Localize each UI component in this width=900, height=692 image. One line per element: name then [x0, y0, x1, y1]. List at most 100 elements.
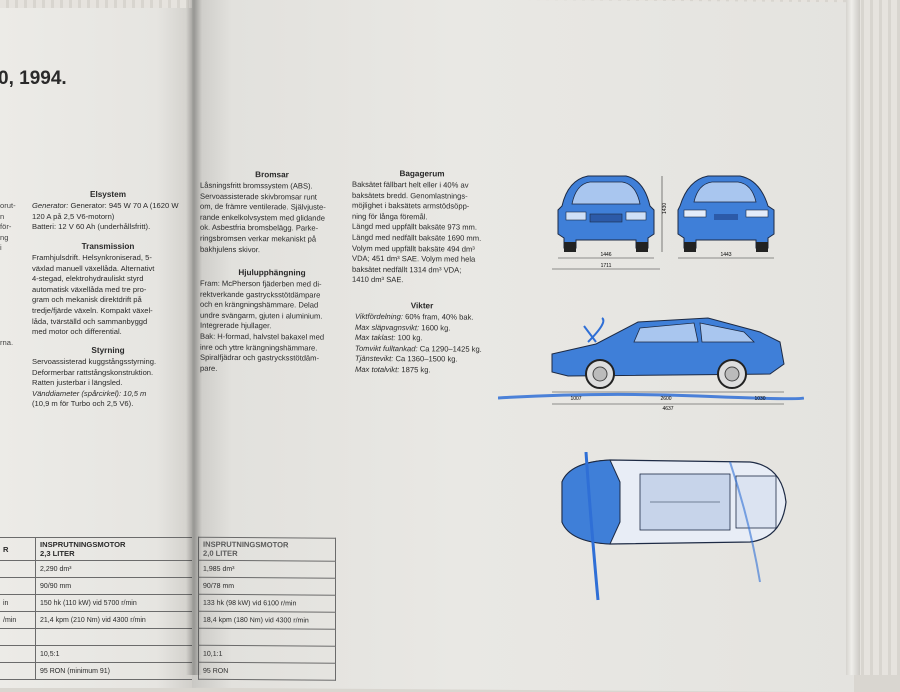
- bromsar-line: ok. Asbestfria bromsbelägg. Parke-: [200, 223, 319, 233]
- bagage-line: 1410 dm³ SAE.: [352, 275, 404, 285]
- book-gutter: [186, 0, 202, 675]
- table-row: 18,4 kpm (180 Nm) vid 4300 r/min: [198, 611, 336, 630]
- vikter-value: 1875 kg.: [399, 365, 431, 375]
- table-cell: [0, 628, 36, 646]
- hjulupphangning-heading: Hjulupphängning: [238, 268, 306, 278]
- bagage-line: Baksätet fällbart helt eller i 40% av: [352, 179, 469, 190]
- table-cell: 95 RON (minimum 91): [35, 662, 196, 680]
- engine-spec-table-2-0: INSPRUTNINGSMOTOR 2,0 LITER 1,985 dm³ 90…: [198, 537, 336, 681]
- table-cell: 21,4 kpm (210 Nm) vid 4300 r/min: [35, 611, 196, 629]
- vikter-label: Max släpvagnsvikt:: [355, 322, 420, 332]
- ink-scribble: [584, 452, 600, 601]
- table-cell: 1,985 dm³: [198, 560, 336, 579]
- table-cell: 2,290 dm³: [35, 560, 196, 578]
- engine-spec-table-2-3: R INSPRUTNINGSMOTOR 2,3 LITER 2,290 dm³ …: [0, 537, 196, 680]
- table-cell: [0, 662, 36, 680]
- bromsar-line: Låsningsfritt bromssystem (ABS).: [200, 180, 313, 191]
- table-cell: [0, 577, 36, 595]
- styrning-text: Servoassisterad kuggstångsstyrning. Defo…: [32, 357, 156, 410]
- table-row: 1,985 dm³: [198, 560, 336, 579]
- transmission-line: med motor och differential.: [32, 327, 122, 337]
- dim-overhang-rear: 1030: [754, 396, 765, 402]
- transmission-line: låda, tvärställd och sammanbyggd: [32, 316, 148, 326]
- fragment: rna.: [0, 337, 14, 347]
- bromsar-heading: Bromsar: [255, 170, 289, 180]
- table-cell: in: [0, 594, 36, 612]
- table-row: 10,1:1: [198, 645, 336, 664]
- table-cell: [0, 560, 36, 578]
- table-cell: 90/90 mm: [35, 577, 196, 595]
- transmission-line: gram och mekanisk direktdrift på: [32, 295, 142, 305]
- table-cell: 10,1:1: [198, 645, 336, 664]
- elsystem-heading: Elsystem: [90, 190, 126, 199]
- car-front-view: [557, 175, 655, 252]
- vikter-text: Viktfördelning: 60% fram, 40% bak. Max s…: [355, 312, 482, 376]
- page-edge: [846, 0, 860, 675]
- bromsar-text: Låsningsfritt bromssystem (ABS). Servoas…: [200, 181, 326, 256]
- hjul-line: pare.: [200, 363, 218, 373]
- vikter-value: 1600 kg.: [419, 322, 451, 333]
- table-row: 2,290 dm³: [0, 560, 196, 578]
- transmission-line: växlad manuell växellåda. Alternativt: [32, 263, 155, 273]
- fragment: orut-: [0, 201, 16, 210]
- vikter-heading: Vikter: [410, 301, 434, 311]
- bromsar-line: bakhjulens skivor.: [200, 244, 260, 254]
- transmission-line: Framhjulsdrift. Helsynkroniserad, 5-: [32, 253, 152, 262]
- table-cell: 90/78 mm: [198, 577, 336, 596]
- car-side-view-diagram: 1007 2600 1030 4637: [498, 317, 804, 412]
- elsystem-text: Generator: Generator: 945 W 70 A (1620 W…: [32, 201, 179, 232]
- vikter-label: Tomvikt fulltankad:: [355, 343, 418, 354]
- hjul-line: Fram: McPherson fjäderben med di-: [200, 278, 322, 289]
- elsystem-line: Generator: 945 W 70 A (1620 W: [70, 201, 179, 210]
- vikter-label: Max taklast:: [355, 333, 396, 343]
- table-header-line: 2,0 LITER: [203, 548, 238, 559]
- bagage-line: VDA; 451 dm³ SAE. Volym med hela: [352, 253, 476, 264]
- bagagerum-text: Baksätet fällbart helt eller i 40% av ba…: [352, 180, 481, 287]
- dim-length: 4637: [662, 406, 673, 412]
- table-row: 95 RON (minimum 91): [0, 662, 196, 680]
- fragment: ng: [0, 232, 9, 242]
- vikter-value: Ca 1290–1425 kg.: [417, 344, 482, 354]
- dim-height: 1430: [662, 203, 668, 214]
- fragment: n: [0, 211, 5, 221]
- fragment: i: [0, 243, 2, 253]
- table-header-left: R: [0, 537, 36, 561]
- table-cell: 10,5:1: [35, 645, 196, 663]
- table-cell: 150 hk (110 kW) vid 5700 r/min: [35, 594, 196, 612]
- table-cell: /min: [0, 611, 36, 629]
- table-header: INSPRUTNINGSMOTOR 2,3 LITER: [35, 537, 196, 561]
- hjul-line: Spiralfjädrar och gastrycksstötdäm-: [200, 352, 320, 363]
- table-row: [198, 628, 336, 647]
- table-row: [0, 628, 196, 646]
- table-row: 90/90 mm: [0, 577, 196, 595]
- styrning-line: Ratten justerbar i längsled.: [32, 378, 123, 388]
- elsystem-line: Batteri: 12 V 60 Ah (underhållsfritt).: [32, 222, 151, 232]
- table-row: 90/78 mm: [198, 577, 336, 596]
- fragment: för-: [0, 222, 12, 232]
- table-row: 133 hk (98 kW) vid 6100 r/min: [198, 594, 336, 613]
- dim-rear-width: 1443: [720, 252, 731, 258]
- transmission-line: 4-stegad, elektrohydrauliskt styrd: [32, 274, 144, 284]
- styrning-line: (10,9 m för Turbo och 2,5 V6).: [32, 399, 134, 409]
- bagage-line: Längd med nedfällt baksäte 1690 mm.: [352, 232, 482, 243]
- left-page: 0, 1994. orut- n för- ng i rna. Elsystem…: [0, 8, 196, 688]
- hjulupphangning-text: Fram: McPherson fjäderben med di- rektve…: [200, 279, 324, 375]
- dim-overhang-front: 1007: [570, 396, 581, 402]
- table-cell: [35, 628, 196, 646]
- table-header: INSPRUTNINGSMOTOR 2,0 LITER: [198, 537, 336, 562]
- styrning-heading: Styrning: [91, 346, 125, 355]
- transmission-heading: Transmission: [81, 242, 135, 251]
- vikter-label: Viktfördelning:: [355, 311, 403, 322]
- transmission-text: Framhjulsdrift. Helsynkroniserad, 5- väx…: [32, 253, 154, 338]
- styrning-line: Servoassisterad kuggstångsstyrning.: [32, 357, 157, 366]
- bagage-line: möjlighet i baksätets armstödsöpp-: [352, 200, 470, 211]
- vikter-value: Ca 1360–1500 kg.: [393, 354, 458, 364]
- vikter-label: Max totalvikt:: [355, 364, 400, 375]
- table-row: 10,5:1: [0, 645, 196, 663]
- styrning-line: Vänddiameter (spårcirkel): 10,5 m: [32, 388, 147, 398]
- car-top-view-diagram: [561, 452, 787, 601]
- vikter-value: 60% fram, 40% bak.: [402, 312, 474, 322]
- dim-wheelbase: 2600: [660, 396, 671, 402]
